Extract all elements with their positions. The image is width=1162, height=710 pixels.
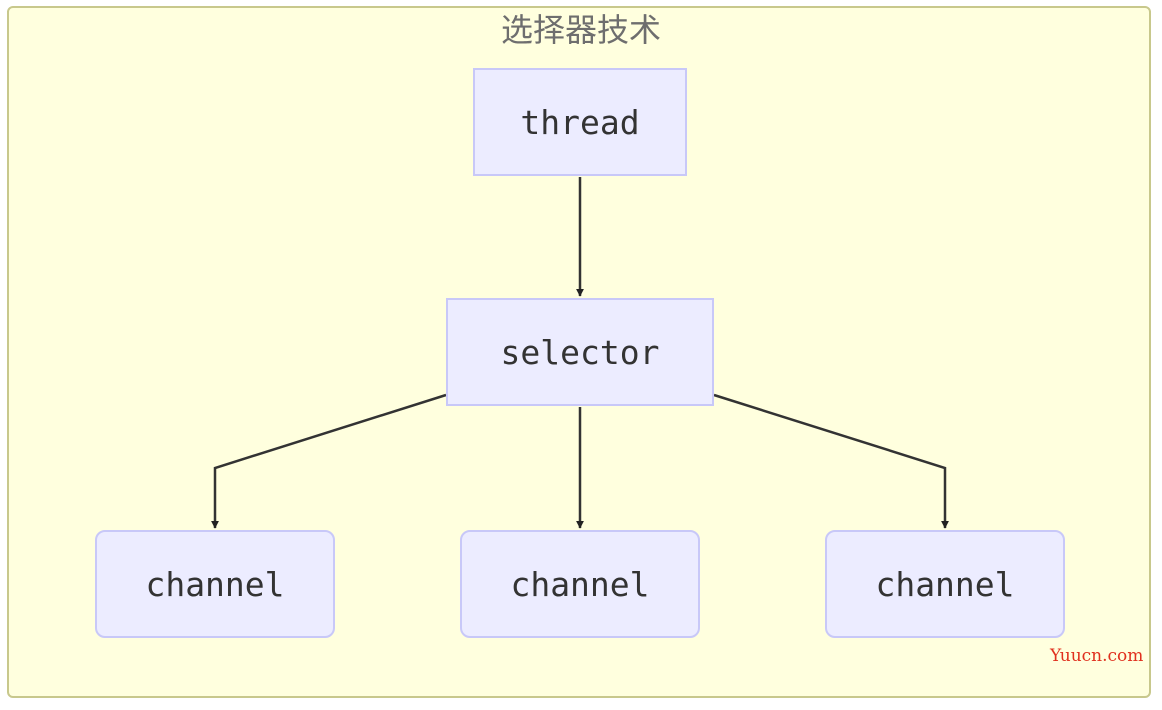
node-thread: thread <box>473 68 687 176</box>
watermark-text: Yuucn.com <box>1050 646 1144 666</box>
node-channel-2: channel <box>460 530 700 638</box>
edge-selector-to-channel-1 <box>211 393 447 529</box>
node-channel-3: channel <box>825 530 1065 638</box>
node-channel-1-label: channel <box>145 564 285 604</box>
edge-selector-to-channel-3 <box>713 393 949 529</box>
node-selector-label: selector <box>500 332 660 372</box>
cluster-title: 选择器技术 <box>500 11 661 49</box>
node-channel-1: channel <box>95 530 335 638</box>
node-thread-label: thread <box>520 102 640 142</box>
node-channel-3-label: channel <box>875 564 1015 604</box>
node-selector: selector <box>446 298 714 406</box>
node-channel-2-label: channel <box>510 564 650 604</box>
